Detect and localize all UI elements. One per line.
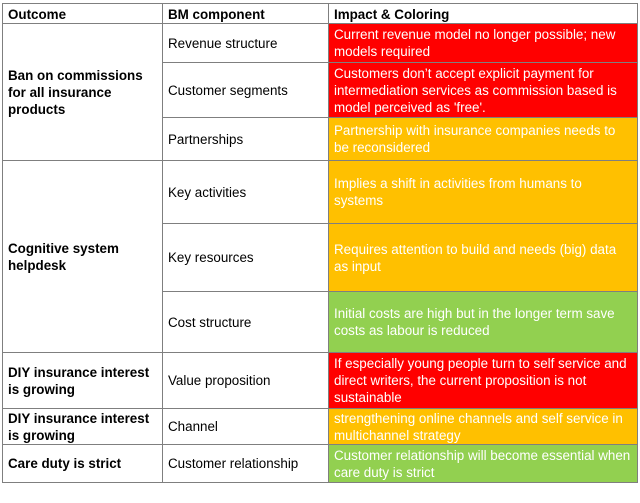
impact-cell: strengthening online channels and self s… xyxy=(328,408,638,445)
component-cell: Cost structure xyxy=(162,291,329,353)
table-row: Ban on commissions for all insurance pro… xyxy=(2,23,638,161)
impact-cell: Customer relationship will become essent… xyxy=(328,444,638,483)
component-cell: Key resources xyxy=(162,223,329,292)
outcome-cell: Cognitive system helpdesk xyxy=(2,160,163,353)
table-row: Cost structure Initial costs are high bu… xyxy=(3,291,638,353)
table-row: Care duty is strict Customer relationshi… xyxy=(2,444,638,483)
header-impact: Impact & Coloring xyxy=(328,3,638,24)
impact-cell: Customers don’t accept explicit payment … xyxy=(328,62,638,118)
component-cell: Revenue structure xyxy=(162,23,329,63)
header-row: Outcome BM component Impact & Coloring xyxy=(2,3,638,24)
component-cell: Partnerships xyxy=(162,117,329,161)
component-cell: Channel xyxy=(162,408,329,445)
outcome-cell: Care duty is strict xyxy=(2,444,163,483)
impact-cell: If especially young people turn to self … xyxy=(328,352,638,409)
table-row: DIY insurance interest is growing Channe… xyxy=(2,408,638,445)
outcome-cell: DIY insurance interest is growing xyxy=(2,352,163,409)
table-row: DIY insurance interest is growing Value … xyxy=(2,352,638,409)
component-cell: Customer segments xyxy=(162,62,329,118)
impact-cell: Initial costs are high but in the longer… xyxy=(328,291,638,353)
table-row: Cognitive system helpdesk Key activities… xyxy=(2,160,638,353)
table-row: Partnerships Partnership with insurance … xyxy=(3,117,638,161)
header-outcome: Outcome xyxy=(2,3,163,24)
component-cell: Key activities xyxy=(162,160,329,224)
impact-cell: Current revenue model no longer possible… xyxy=(328,23,638,63)
component-cell: Value proposition xyxy=(162,352,329,409)
outcome-cell: DIY insurance interest is growing xyxy=(2,408,163,445)
header-bm-component: BM component xyxy=(162,3,329,24)
impact-cell: Requires attention to build and needs (b… xyxy=(328,223,638,292)
table-row: Customer segments Customers don’t accept… xyxy=(3,62,638,118)
component-cell: Customer relationship xyxy=(162,444,329,483)
outcome-cell: Ban on commissions for all insurance pro… xyxy=(2,23,163,161)
impact-table: Outcome BM component Impact & Coloring B… xyxy=(2,3,638,483)
impact-cell: Implies a shift in activities from human… xyxy=(328,160,638,224)
impact-cell: Partnership with insurance companies nee… xyxy=(328,117,638,161)
